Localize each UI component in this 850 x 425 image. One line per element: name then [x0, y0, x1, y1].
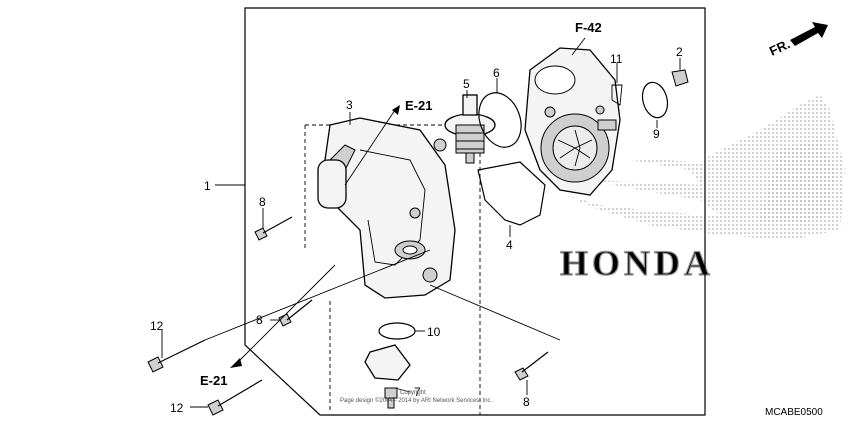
bolt-12-bottom [207, 379, 263, 416]
callout-1: 1 [204, 179, 211, 193]
diagram-code: MCABE0500 [765, 407, 823, 418]
gasket-4 [477, 161, 546, 226]
honda-watermark-text: HONDA [560, 243, 714, 283]
ref-f42: F-42 [575, 20, 602, 35]
bolt-7 [384, 387, 398, 409]
callout-2: 2 [676, 45, 683, 59]
assembly-outline [244, 7, 706, 416]
copyright-notice: Page design ©2004 - 2014 by ARI Network … [340, 397, 493, 404]
callout-9: 9 [653, 127, 660, 141]
callout-12-bottom: 12 [170, 401, 184, 415]
o-ring-9 [641, 81, 669, 119]
thermostat [444, 94, 496, 164]
bolt-8-bottom [514, 351, 549, 381]
nut-2 [671, 69, 689, 87]
bolt-8-top [254, 216, 293, 241]
callout-8-bottom: 8 [523, 395, 530, 409]
arrow-e21-bottom [230, 358, 242, 368]
bolt-12-top [147, 339, 206, 373]
o-ring-6 [478, 92, 522, 148]
water-pump-body [524, 47, 621, 196]
front-direction-arrow [790, 22, 828, 46]
ref-e21-top: E-21 [405, 98, 432, 113]
copyright-word: Copyright [400, 390, 426, 396]
callout-11: 11 [610, 52, 623, 66]
callout-6: 6 [493, 66, 500, 80]
callout-10: 10 [427, 325, 441, 339]
callout-5: 5 [463, 77, 470, 91]
o-ring-10 [378, 322, 416, 340]
arrow-e21-top [392, 105, 400, 115]
callout-8-mid: 8 [256, 313, 263, 327]
callout-3: 3 [346, 98, 353, 112]
front-label: FR. [767, 36, 792, 58]
cover-plate-7 [364, 344, 411, 381]
callout-7: 7 [414, 385, 421, 399]
leader-lines [161, 37, 681, 408]
ref-e21-bottom: E-21 [200, 373, 227, 388]
callout-12-top: 12 [150, 319, 164, 333]
callout-8-top: 8 [259, 195, 266, 209]
water-pump-cover [317, 117, 456, 299]
callout-4: 4 [506, 238, 513, 252]
clip-11 [611, 84, 623, 106]
